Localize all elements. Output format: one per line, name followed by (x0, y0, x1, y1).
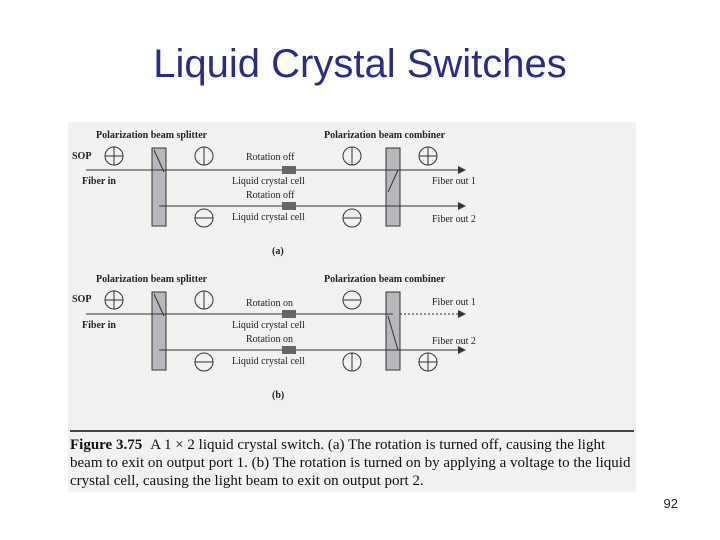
polarization-vertical-icon (194, 290, 214, 310)
switch-diagram: Polarization beam splitter Polarization … (72, 130, 476, 401)
combiner-label-b: Polarization beam combiner (324, 274, 446, 285)
cell-top-label-b: Liquid crystal cell (232, 320, 305, 331)
panel-label-a: (a) (272, 246, 284, 257)
polarization-horizontal-icon (194, 352, 214, 372)
polarization-horizontal-icon (342, 208, 362, 228)
fiber-out1-label-a: Fiber out 1 (432, 176, 476, 187)
panel-b: Polarization beam splitter Polarization … (72, 274, 476, 401)
polarization-vertical-icon (194, 146, 214, 166)
lc-cell-bottom-a (282, 202, 296, 210)
combiner-diagonal-b (387, 315, 399, 351)
splitter-diagonal-b (153, 293, 165, 317)
lc-cell-bottom-b (282, 346, 296, 354)
combiner-label-a: Polarization beam combiner (324, 130, 446, 141)
caption-text: A 1 × 2 liquid crystal switch. (a) The r… (70, 437, 631, 489)
splitter-diagonal-a (153, 149, 165, 173)
splitter-block-a (151, 147, 167, 227)
polarization-cross-icon (418, 146, 438, 166)
page-number: 92 (663, 496, 678, 511)
rotation-bottom-b: Rotation on (246, 334, 293, 345)
fiber-out2-label-b: Fiber out 2 (432, 336, 476, 347)
combiner-block-b (385, 291, 401, 371)
arrow-out2-b (458, 346, 466, 354)
cell-bottom-label-a: Liquid crystal cell (232, 212, 305, 223)
panel-a: Polarization beam splitter Polarization … (72, 130, 476, 257)
fiber-in-label-b: Fiber in (82, 320, 116, 331)
cell-bottom-label-b: Liquid crystal cell (232, 356, 305, 367)
splitter-block-b (151, 291, 167, 371)
arrow-out1-a (458, 166, 466, 174)
arrow-out1-b (458, 310, 466, 318)
arrow-out2-a (458, 202, 466, 210)
polarization-horizontal-icon (342, 290, 362, 310)
combiner-diagonal-a (387, 169, 399, 193)
splitter-label-a: Polarization beam splitter (96, 130, 208, 141)
fiber-out2-label-a: Fiber out 2 (432, 214, 476, 225)
lc-cell-top-a (282, 166, 296, 174)
sop-label-a: SOP (72, 151, 91, 162)
polarization-vertical-icon (342, 146, 362, 166)
figure-scan: Polarization beam splitter Polarization … (68, 122, 636, 492)
sop-label-b: SOP (72, 294, 91, 305)
polarization-cross-icon (104, 290, 124, 310)
rotation-bottom-a: Rotation off (246, 190, 295, 201)
combiner-block-a (385, 147, 401, 227)
lc-cell-top-b (282, 310, 296, 318)
cell-top-label-a: Liquid crystal cell (232, 176, 305, 187)
fiber-out1-label-b: Fiber out 1 (432, 297, 476, 308)
rotation-top-b: Rotation on (246, 298, 293, 309)
figure-number: Figure 3.75 (70, 437, 143, 453)
polarization-vertical-icon (342, 352, 362, 372)
polarization-cross-icon (104, 146, 124, 166)
polarization-horizontal-icon (194, 208, 214, 228)
rotation-top-a: Rotation off (246, 152, 295, 163)
fiber-in-label-a: Fiber in (82, 176, 116, 187)
splitter-label-b: Polarization beam splitter (96, 274, 208, 285)
polarization-cross-icon (418, 352, 438, 372)
panel-label-b: (b) (272, 390, 284, 401)
slide-title: Liquid Crystal Switches (153, 42, 567, 86)
